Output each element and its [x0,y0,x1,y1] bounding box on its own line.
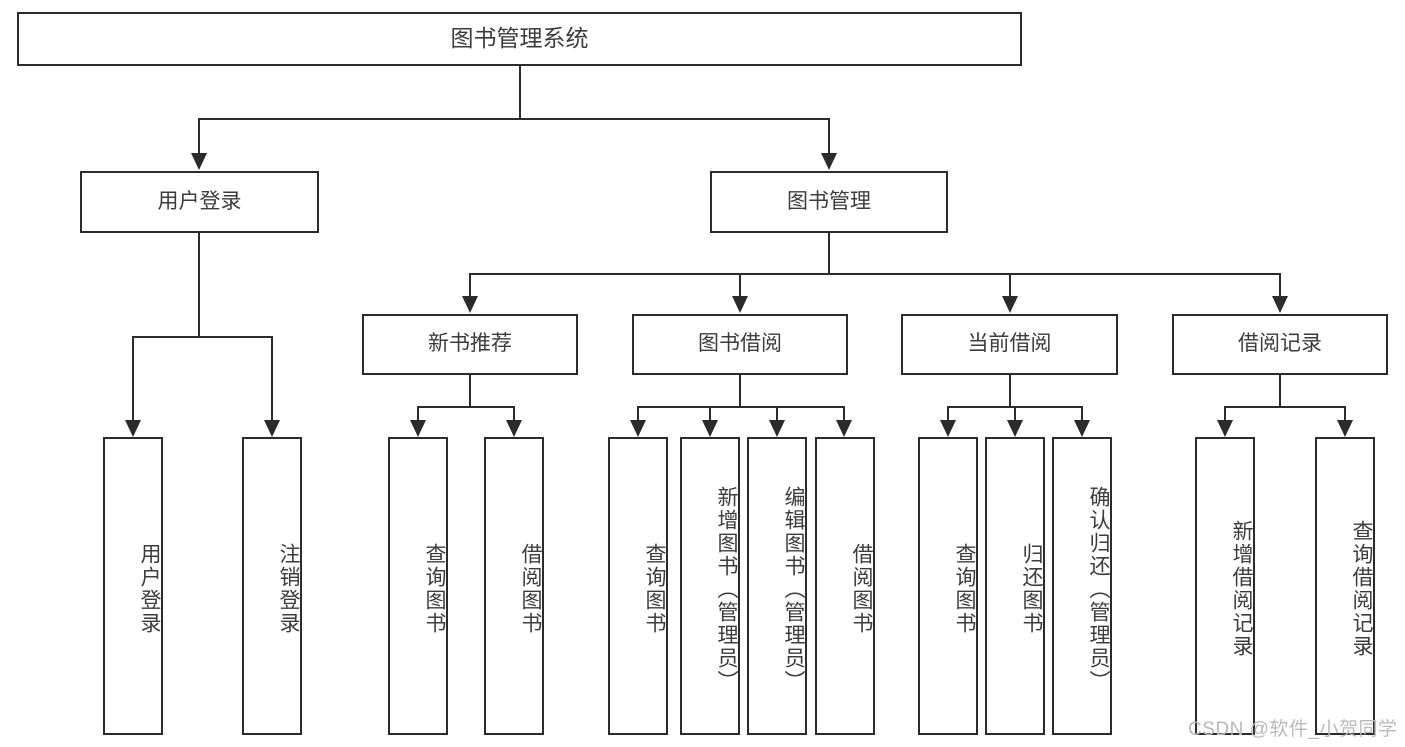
connector-bm-child-1 [469,273,471,297]
node-label: 查询借阅记录 [1350,520,1373,658]
arrowhead-bb-child-2 [702,420,718,437]
connector-root-stem [519,66,521,118]
connector-user-login-child-1 [132,336,134,420]
connector-nbr-stem [469,375,471,406]
connector-book-management-stem [828,233,830,273]
connector-br-child-2 [1344,406,1346,420]
csdn-watermark: CSDN @软件_小贺同学 [1188,719,1398,740]
arrowhead-nbr-child-2 [506,420,522,437]
node-label: 新书推荐 [428,332,512,356]
leaf-user-login[interactable]: 用户登录 [103,437,163,735]
node-label: 当前借阅 [967,332,1052,356]
node-label: 注销登录 [277,543,300,635]
node-current-borrow[interactable]: 当前借阅 [901,314,1118,375]
connector-bm-child-3 [1009,273,1011,297]
connector-bb-child-4 [843,406,845,420]
leaf-nbr-borrow-book[interactable]: 借阅图书 [484,437,544,735]
connector-book-management-bar [469,273,1281,275]
leaf-cb-query-book[interactable]: 查询图书 [918,437,978,735]
leaf-bb-add-book-admin[interactable]: 新增图书（管理员） [680,437,740,735]
node-label: 图书管理 [787,189,871,213]
arrowhead-to-user-login [191,153,207,170]
connector-cb-child-1 [947,406,949,420]
node-label: 确认归还（管理员） [1087,485,1110,693]
node-label: 借阅图书 [519,543,542,635]
arrowhead-bm-child-3 [1002,296,1018,313]
node-label: 用户登录 [157,189,242,213]
node-label: 用户登录 [138,543,161,635]
connector-bb-child-1 [637,406,639,420]
arrowhead-br-child-1 [1217,420,1233,437]
node-label: 新增借阅记录 [1230,520,1253,658]
arrowhead-cb-child-2 [1007,420,1023,437]
connector-cb-child-3 [1081,406,1083,420]
arrowhead-nbr-child-1 [410,420,426,437]
connector-nbr-bar [417,406,515,408]
connector-bb-bar [637,406,845,408]
node-label: 图书管理系统 [450,25,589,52]
connector-cb-stem [1009,375,1011,406]
connector-user-login-bar [132,336,272,338]
leaf-cb-return-book[interactable]: 归还图书 [985,437,1045,735]
connector-to-book-management [828,118,830,153]
node-label: 查询图书 [643,543,666,635]
arrowhead-bb-child-3 [769,420,785,437]
connector-bm-child-4 [1279,273,1281,297]
leaf-cb-confirm-return-admin[interactable]: 确认归还（管理员） [1052,437,1112,735]
arrowhead-bb-child-1 [630,420,646,437]
connector-user-login-child-2 [271,336,273,420]
node-new-book-recommend[interactable]: 新书推荐 [362,314,578,375]
node-label: 借阅图书 [850,543,873,635]
node-label: 查询图书 [423,543,446,635]
connector-br-bar [1224,406,1346,408]
node-label: 归还图书 [1020,543,1043,635]
arrowhead-bm-child-2 [732,296,748,313]
leaf-bb-edit-book-admin[interactable]: 编辑图书（管理员） [747,437,807,735]
arrowhead-user-login-child-2 [264,420,280,437]
node-book-management[interactable]: 图书管理 [710,171,948,233]
node-label: 图书借阅 [698,332,782,356]
connector-bm-child-2 [739,273,741,297]
node-root-book-management-system[interactable]: 图书管理系统 [17,12,1022,66]
node-user-login[interactable]: 用户登录 [80,171,319,233]
leaf-bb-query-book[interactable]: 查询图书 [608,437,668,735]
node-book-borrow[interactable]: 图书借阅 [632,314,848,375]
arrowhead-to-book-management [821,153,837,170]
connector-nbr-child-1 [417,406,419,420]
arrowhead-bm-child-1 [462,296,478,313]
arrowhead-bm-child-4 [1272,296,1288,313]
node-label: 编辑图书（管理员） [782,485,805,693]
leaf-logout[interactable]: 注销登录 [242,437,302,735]
node-borrow-record[interactable]: 借阅记录 [1172,314,1388,375]
connector-br-stem [1279,375,1281,406]
arrowhead-user-login-child-1 [125,420,141,437]
connector-bb-child-3 [776,406,778,420]
connector-to-user-login [198,118,200,153]
arrowhead-bb-child-4 [836,420,852,437]
arrowhead-br-child-2 [1337,420,1353,437]
connector-br-child-1 [1224,406,1226,420]
connector-user-login-stem [198,233,200,336]
node-label: 借阅记录 [1238,332,1322,356]
connector-bb-child-2 [709,406,711,420]
connector-nbr-child-2 [513,406,515,420]
leaf-bb-borrow-book[interactable]: 借阅图书 [815,437,875,735]
connector-bb-stem [739,375,741,406]
leaf-br-add-record[interactable]: 新增借阅记录 [1195,437,1255,735]
node-label: 新增图书（管理员） [715,485,738,693]
arrowhead-cb-child-1 [940,420,956,437]
node-label: 查询图书 [953,543,976,635]
connector-root-bar [198,118,830,120]
arrowhead-cb-child-3 [1074,420,1090,437]
leaf-nbr-query-book[interactable]: 查询图书 [388,437,448,735]
connector-cb-child-2 [1014,406,1016,420]
leaf-br-query-record[interactable]: 查询借阅记录 [1315,437,1375,735]
